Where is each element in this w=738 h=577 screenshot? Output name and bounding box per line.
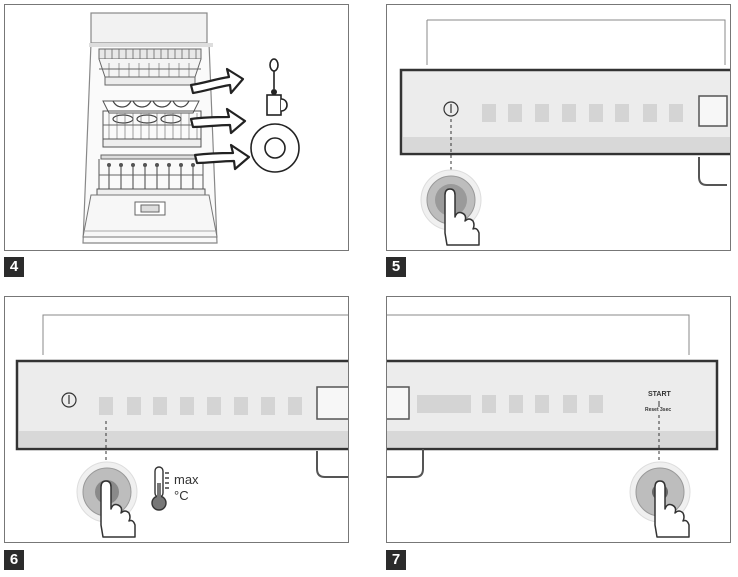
step-4-panel [4,4,349,251]
step-6-number: 6 [4,550,24,570]
step-4-number: 4 [4,257,24,277]
spoon-icon [269,58,279,96]
temperature-unit-label: °C [174,488,189,503]
open-door [82,194,218,238]
step-5-panel [386,4,731,251]
pointing-hand-icon [444,188,480,246]
cup-icon [266,94,288,116]
power-symbol-icon [61,392,77,408]
plate-icon [250,123,300,173]
display-segments [482,104,683,122]
thermometer-icon [151,466,169,511]
power-symbol-icon [443,101,459,117]
reset-label: Reset 3sec [645,407,672,413]
control-panel-illustration [399,19,730,246]
load-arrows [189,67,251,171]
step-6-panel: max °C [4,296,349,543]
pointing-hand-icon [654,480,690,538]
control-panel-illustration [387,314,719,538]
start-label: START [648,391,671,398]
display-segments [417,395,603,413]
step-5-number: 5 [386,257,406,277]
cutlery-tray [98,48,202,86]
pointing-hand-icon [100,480,136,538]
temperature-max-label: max [174,472,199,487]
arrow-plates [193,143,251,171]
arrow-cutlery [189,67,245,95]
control-panel-illustration [15,314,348,538]
arrow-cups [189,107,247,135]
display-segments [99,397,302,415]
dishwasher-open-illustration [82,12,300,244]
step-7-number: 7 [386,550,406,570]
step-7-panel: START Reset 3sec [386,296,731,543]
upper-basket [102,100,202,148]
